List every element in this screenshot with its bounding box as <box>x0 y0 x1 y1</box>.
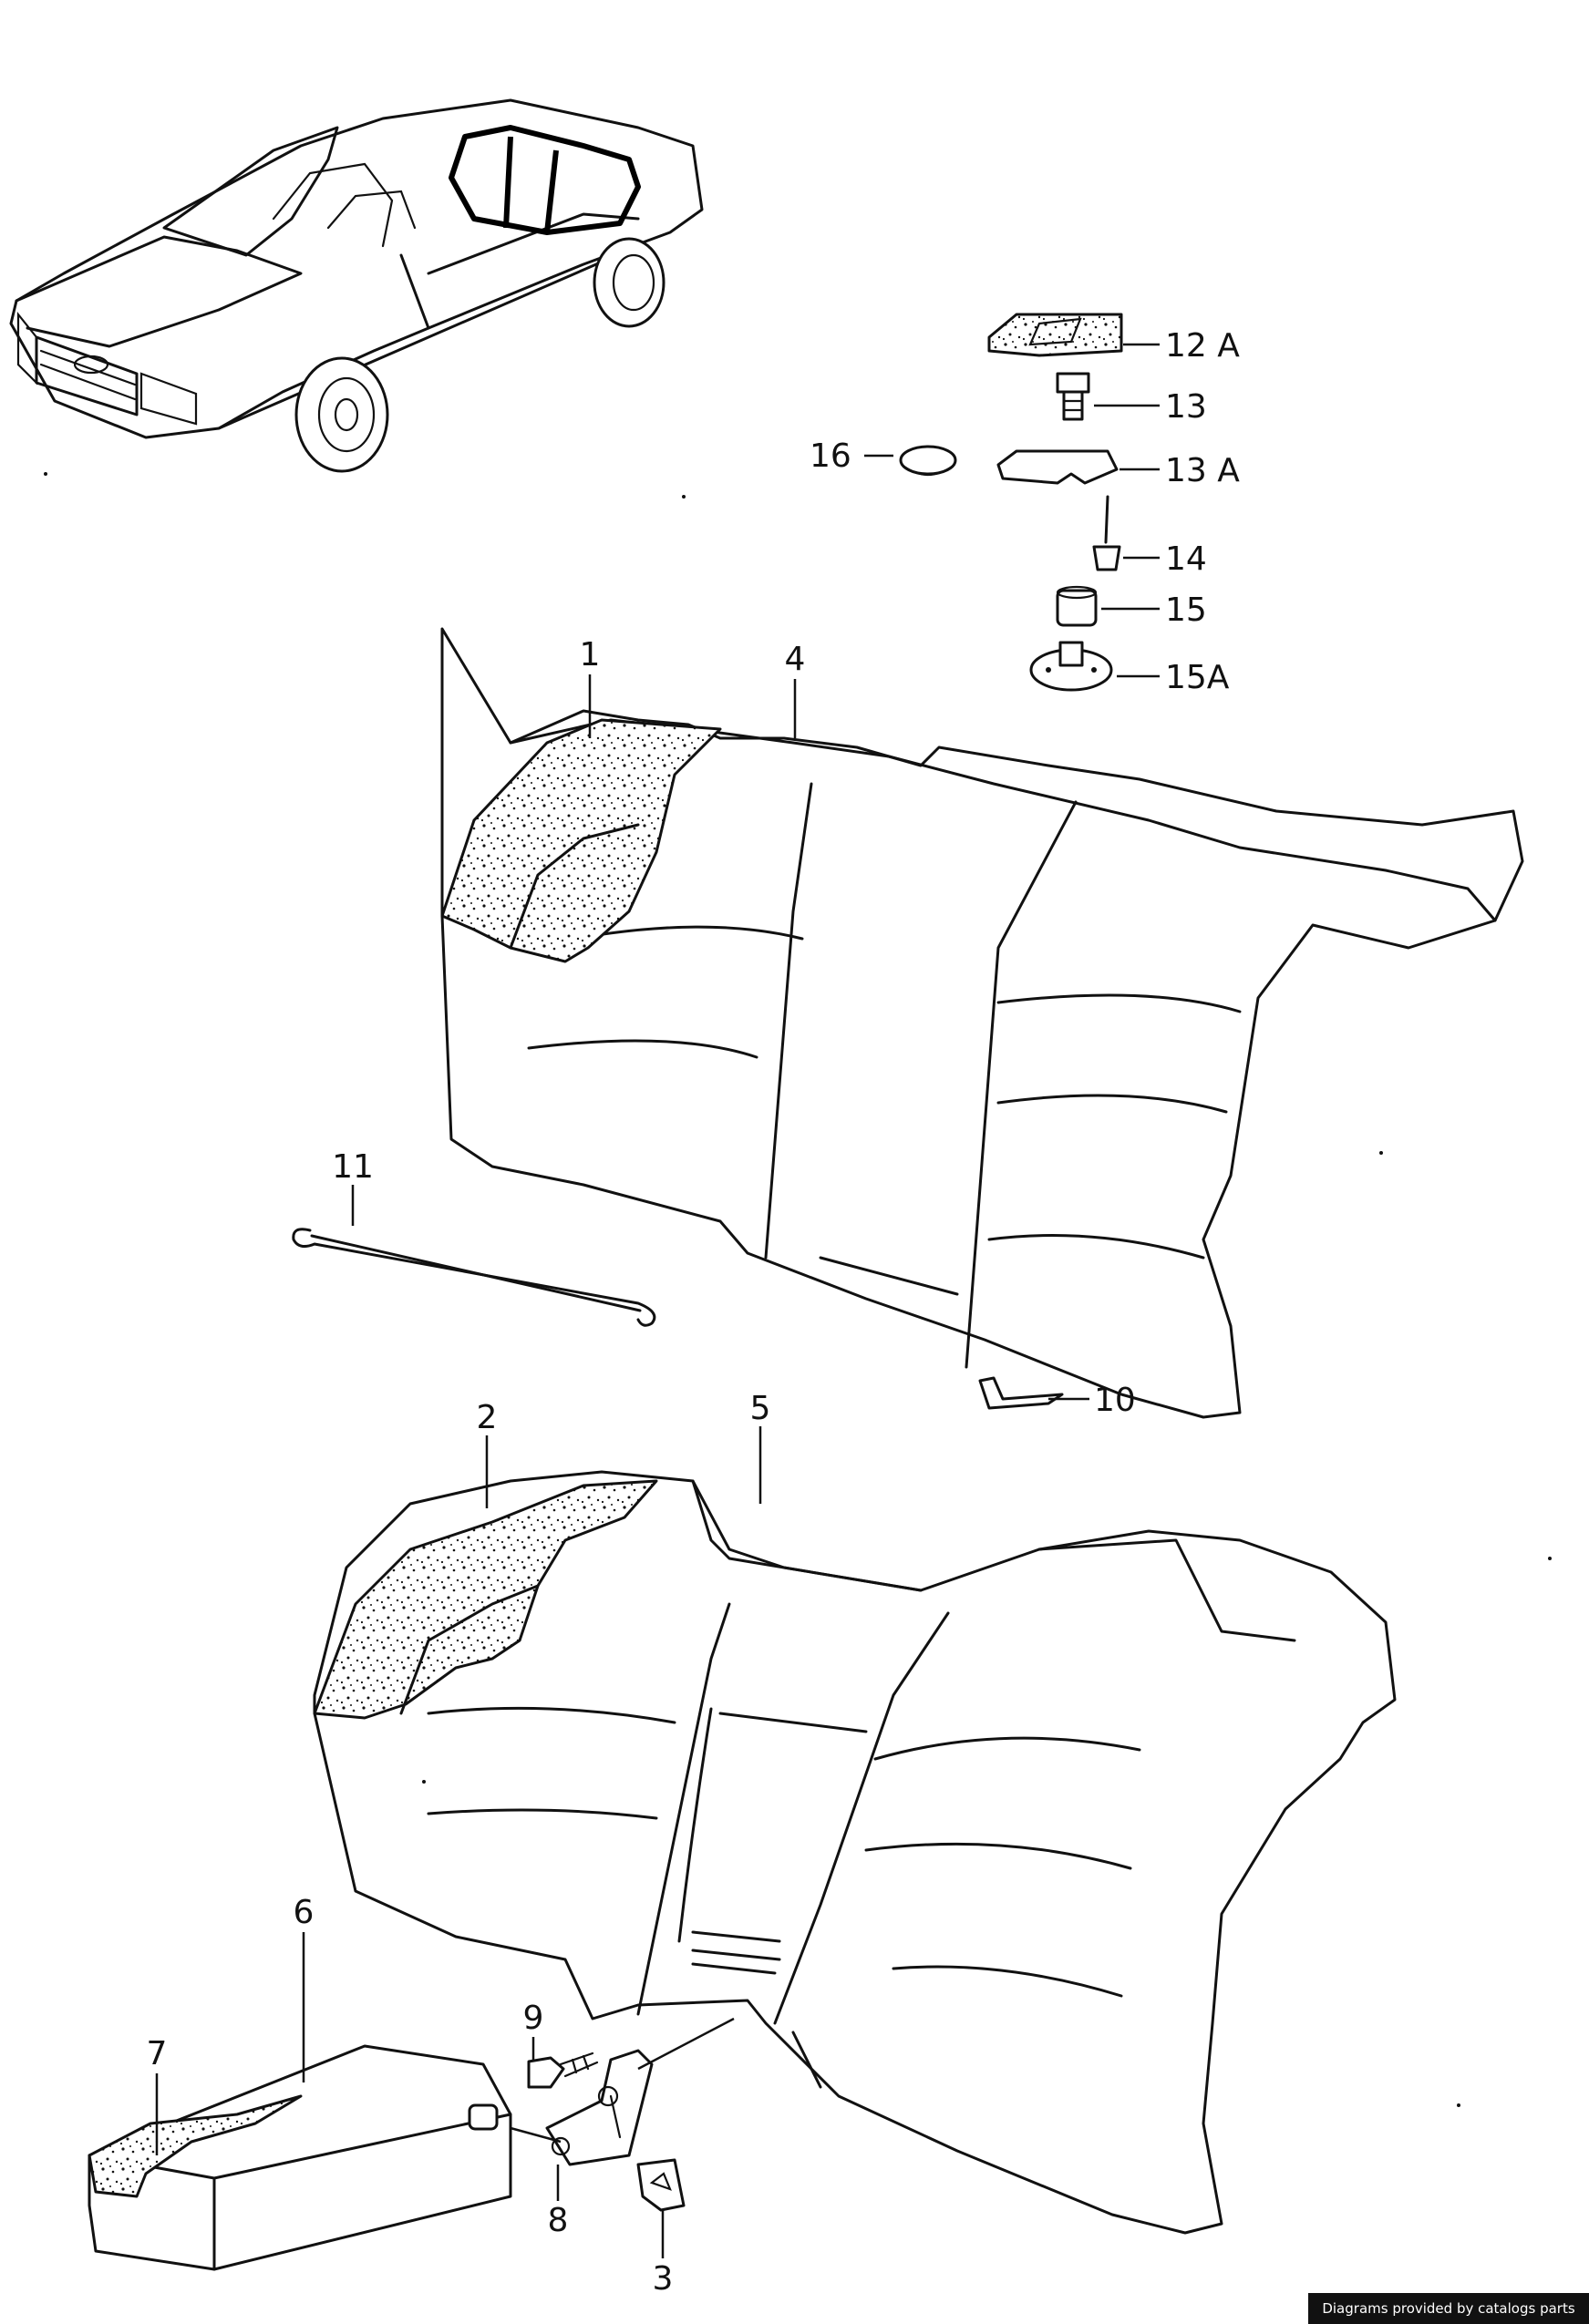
callout-3: 3 <box>653 2260 674 2298</box>
part-16 <box>899 445 957 477</box>
part-3-nut <box>636 2158 686 2212</box>
scan-specks <box>44 472 1552 2107</box>
callout-13: 13 <box>1165 388 1207 426</box>
callout-10: 10 <box>1094 1382 1136 1419</box>
part-12a <box>987 313 1123 357</box>
callout-2: 2 <box>477 1399 498 1436</box>
callout-5: 5 <box>750 1390 771 1427</box>
callout-6: 6 <box>294 1894 315 1931</box>
leader-lines <box>155 674 797 2258</box>
part-6-armrest <box>88 2044 512 2271</box>
armrest <box>88 2044 512 2271</box>
part-5-seat-cover <box>313 1470 1397 2235</box>
hardware-stack <box>864 313 1160 692</box>
part-7-armrest-foam <box>88 2094 303 2198</box>
part-9-screw <box>527 2051 599 2089</box>
callout-labels: 1 4 11 2 5 10 12 A 13 16 13 A 14 15 15A … <box>147 327 1241 2298</box>
part-2-seat-pad <box>313 1479 658 1720</box>
callout-8: 8 <box>548 2202 569 2239</box>
callout-12a: 12 A <box>1165 327 1240 365</box>
seat-cushion <box>313 1470 1397 2235</box>
callout-13a: 13 A <box>1165 452 1240 489</box>
part-15 <box>1056 585 1098 627</box>
callout-7: 7 <box>147 2035 168 2072</box>
part-10-clip <box>978 1376 1064 1410</box>
callout-15: 15 <box>1165 591 1207 629</box>
callout-14: 14 <box>1165 540 1207 578</box>
callout-16: 16 <box>810 437 851 475</box>
credit-banner: Diagrams provided by catalogs parts <box>1308 2293 1589 2324</box>
fasteners <box>510 2017 735 2212</box>
backrest <box>440 627 1524 1419</box>
car-illustration <box>9 98 704 473</box>
part-13a <box>996 449 1119 485</box>
part-11-rod <box>292 1228 656 1327</box>
callout-15a: 15A <box>1165 659 1230 696</box>
callout-9: 9 <box>523 2000 544 2037</box>
callout-11: 11 <box>332 1148 374 1186</box>
callout-4: 4 <box>785 641 806 678</box>
part-14 <box>1092 495 1121 571</box>
part-15a <box>1029 641 1113 692</box>
part-4-backrest-cover <box>440 627 1497 1419</box>
callout-1: 1 <box>580 636 601 674</box>
part-13 <box>1056 372 1090 421</box>
